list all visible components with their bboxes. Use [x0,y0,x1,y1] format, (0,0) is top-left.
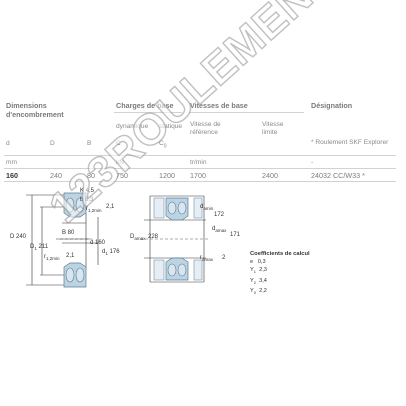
cell-vref: 1700 [190,171,206,180]
divider-vitesses [189,112,304,113]
cell-C: 750 [116,171,128,180]
subheader-dynamique: dynamique [116,123,149,130]
symbol-d: d [6,140,10,147]
dim-ra-val: 2 [222,255,226,261]
coef-e: e 0,3 [250,259,266,266]
dim-d1: d1 176 [102,249,120,257]
subheader-vitesse-limite: Vitesse limite [262,121,284,136]
bearing-lower-section [63,262,87,288]
subheader-statique: statique [159,123,183,130]
dim-B: B 80 [62,230,75,236]
divider-units-top [4,155,396,156]
dim-da-bottom: damax [212,226,227,234]
unit-kn: kN [116,159,125,166]
dim-D: D 240 [10,234,27,240]
dim-r1-top: r1,2min [86,206,102,214]
dim-side-val: 171 [230,232,241,238]
dim-b: b 8,3 [80,197,94,203]
symbol-C0: C0 [159,140,167,150]
dim-K: K 4,5 [80,188,95,194]
dim-Da: Damax [130,234,146,242]
dim-r1-top-val: 2,1 [106,204,115,210]
cell-B: 80 [87,171,95,180]
header-designation: Désignation [311,101,353,110]
cell-C0: 1200 [159,171,175,180]
unit-dash: - [311,159,314,166]
bearing-upper-mounted [165,197,189,221]
coef-y1: Y1 2,3 [250,267,267,275]
cell-vlim: 2400 [262,171,278,180]
coef-y2: Y2 3,4 [250,277,267,285]
subheader-vitesse-reference: Vitesse de référence [190,121,221,136]
bearing-section-drawing [26,192,99,288]
unit-mm: mm [6,159,17,166]
header-charges: Charges de base [116,101,174,110]
cell-designation: 24032 CC/W33 * [311,171,365,180]
dim-d: d 160 [90,240,106,246]
cell-d: 160 [6,171,18,180]
divider-row-bottom [4,181,396,182]
coef-y0: Y0 2,2 [250,288,267,296]
dim-r1-bottom: r1,2min [44,254,60,262]
dim-r1-bottom-val: 2,1 [66,253,75,259]
dim-D1: D1 211 [30,244,49,252]
bearing-upper-section [63,192,87,218]
unit-trmin: tr/min [190,159,207,166]
dim-Da-val: 228 [148,234,159,240]
divider-units-bottom [4,168,396,169]
dim-da-top: damin [200,204,214,212]
subheader-designation-note: * Roulement SKF Explorer [311,139,389,146]
divider-charges [114,112,182,113]
header-vitesses: Vitesses de base [190,101,248,110]
coefficients-title: Coefficients de calcul [250,251,310,257]
coefficients-block: Coefficients de calcul e 0,3 Y1 2,3 Y2 3… [250,250,310,297]
dim-ra: ramax [200,255,214,263]
symbol-D: D [50,140,55,147]
header-dimensions: Dimensions d'encombrement [6,101,64,119]
symbol-B: B [87,140,92,147]
dim-da-top-val: 172 [214,212,225,218]
symbol-C: C [116,140,121,147]
cell-D: 240 [50,171,62,180]
housing-shoulder [153,197,203,281]
mounting-drawing [140,195,210,283]
bearing-lower-mounted [165,257,189,281]
